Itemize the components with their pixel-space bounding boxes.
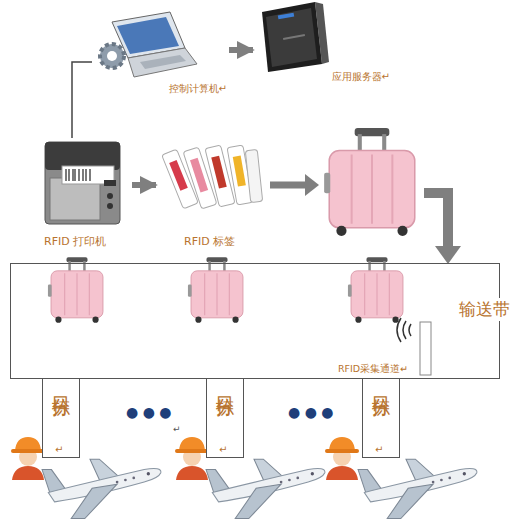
node-text: ↵ [375, 444, 383, 455]
return-mark: ↵ [173, 424, 181, 434]
printer-illustration [45, 142, 120, 224]
node-text: 应用服务器↵ [332, 71, 390, 82]
node-text: RFID 标签 [184, 236, 235, 248]
server-illustration [262, 2, 329, 72]
flow-connector [72, 62, 92, 138]
rfid-tags-illustration [162, 145, 263, 209]
node-text: ↵ [219, 444, 227, 455]
sorting-port-box: 分拣口↵ [206, 378, 244, 458]
ellipsis-dots: ● ● ● [288, 404, 334, 420]
laptop-illustration [100, 12, 197, 77]
node-text: 控制计算机↵ [169, 83, 227, 94]
server-node: 应用服务器↵ [255, 2, 390, 82]
conveyor-band: 输送带RFID采集通道↵ [10, 263, 500, 379]
ellipsis-dots: ● ● ● [126, 404, 172, 420]
sorting-port-box: 分拣口↵ [362, 378, 400, 458]
node-text: RFID采集通道↵ [338, 364, 408, 374]
node-text: ↵ [55, 444, 63, 455]
computer-node: 控制计算机↵ [92, 12, 227, 94]
sorting-port-box: 分拣口↵ [42, 378, 80, 458]
suitcase-illustrations [48, 128, 415, 323]
rfid-channel-node: RFID采集通道↵ [336, 316, 451, 378]
node-text: RFID 打印机 [44, 236, 106, 248]
printer-node: RFID 打印机 [38, 138, 130, 248]
flow-connector [132, 182, 156, 188]
tag-node: RFID 标签 [158, 140, 268, 248]
flow-connector [229, 47, 253, 53]
node-text: 输送带 [458, 298, 511, 321]
